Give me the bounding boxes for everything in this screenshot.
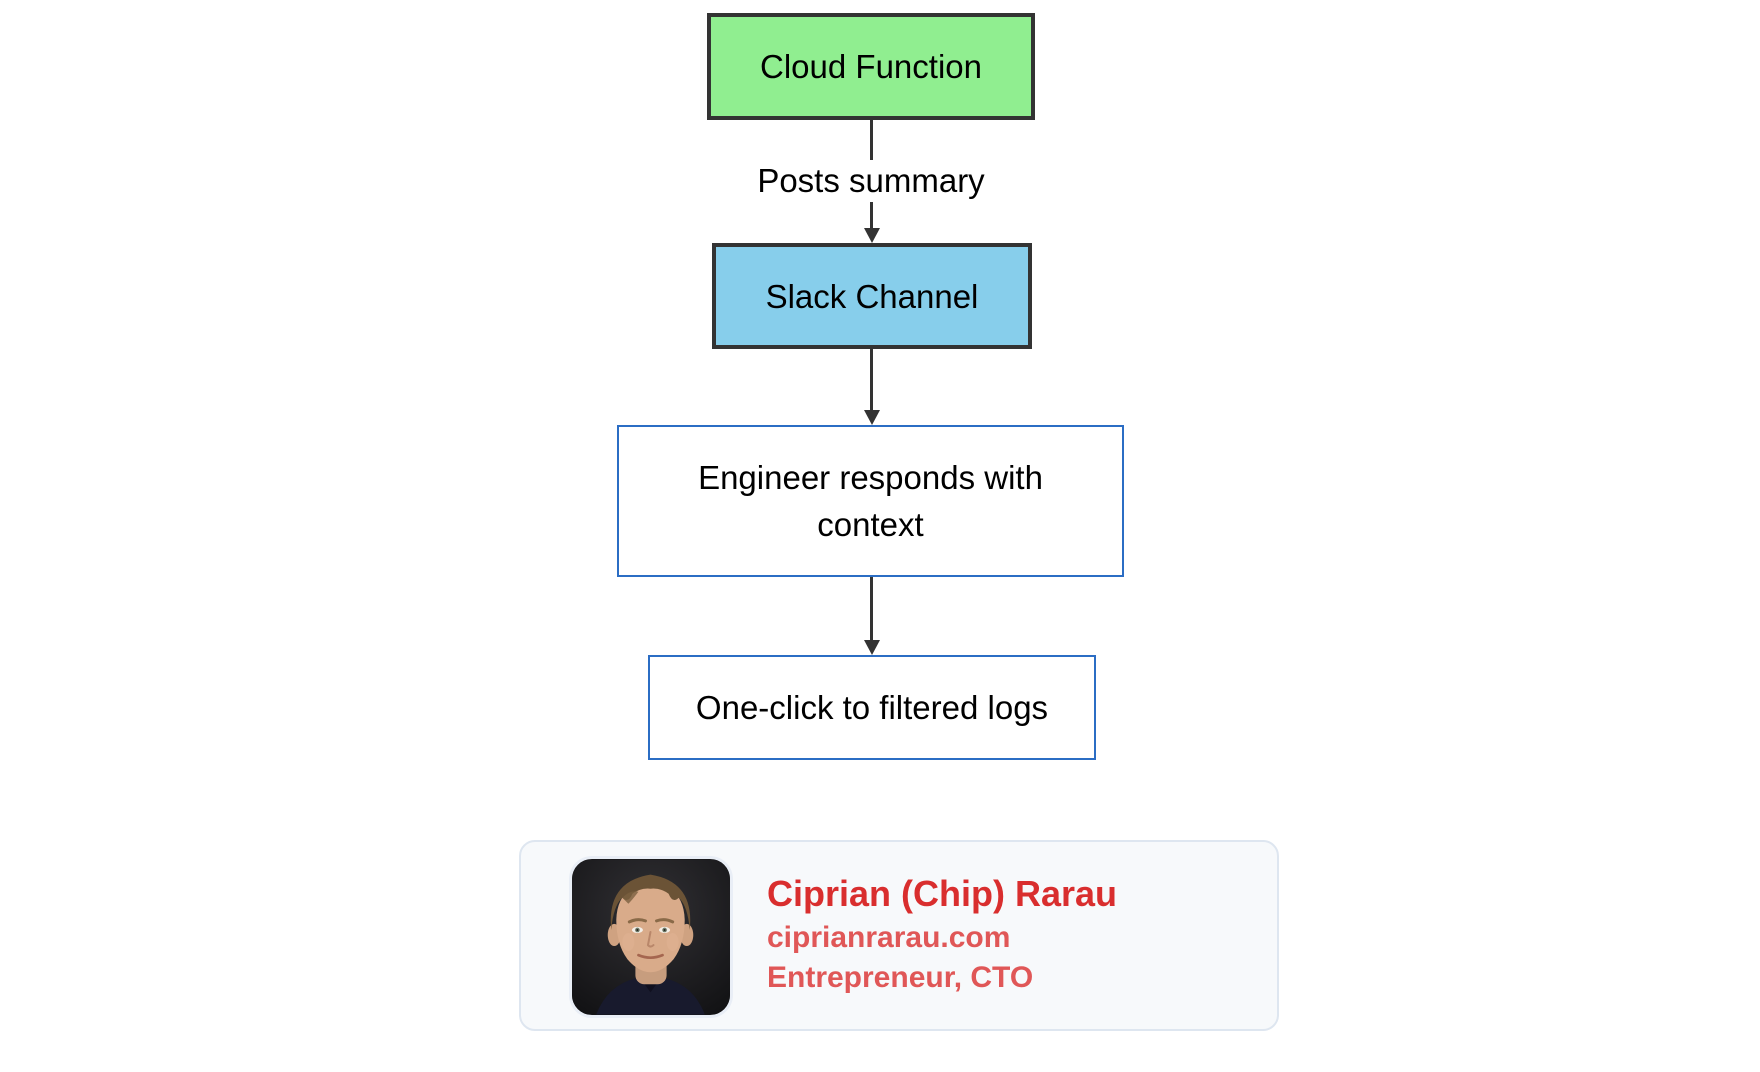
edge-line-2 [870,349,873,410]
profile-text: Ciprian (Chip) Rarau ciprianrarau.com En… [767,872,1117,998]
profile-name: Ciprian (Chip) Rarau [767,873,1118,914]
node-slack-channel-label: Slack Channel [765,277,979,315]
profile-website-link[interactable]: ciprianrarau.com [767,921,1011,954]
edge-arrowhead-3 [864,640,880,655]
edge-label-posts-summary: Posts summary [747,160,995,202]
node-slack-channel: Slack Channel [712,243,1032,349]
avatar [572,859,730,1015]
node-one-click-logs: One-click to filtered logs [648,655,1096,760]
profile-title: Entrepreneur, CTO [767,961,1034,994]
node-engineer-responds-label: Engineer responds with context [698,459,1043,543]
edge-arrowhead-1 [864,228,880,243]
node-engineer-responds: Engineer responds with context [617,425,1124,577]
edge-line-3 [870,577,873,640]
node-cloud-function-label: Cloud Function [760,48,982,85]
node-cloud-function: Cloud Function [707,13,1035,120]
edge-arrowhead-2 [864,410,880,425]
profile-card: Ciprian (Chip) Rarau ciprianrarau.com En… [519,840,1279,1031]
headshot-photo-illustration [572,859,730,1015]
node-one-click-logs-label: One-click to filtered logs [695,689,1049,726]
